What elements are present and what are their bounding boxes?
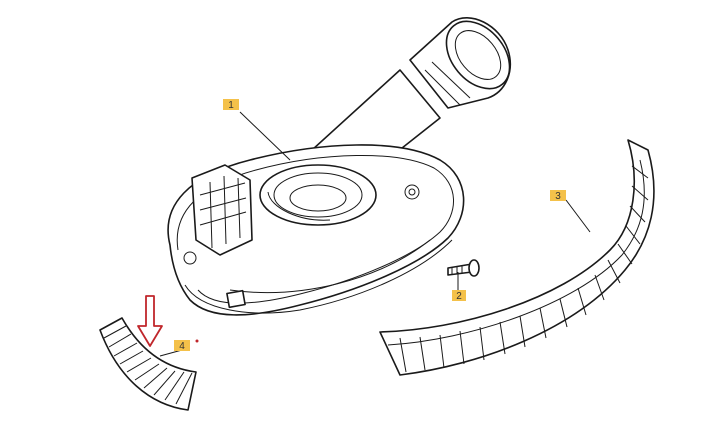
brush-segment-short-part: [99, 317, 197, 411]
callout-3: 3: [550, 190, 566, 202]
callout-4-text: 4: [179, 341, 185, 352]
red-indicator-arrow: [137, 295, 163, 347]
dust-shroud-part: [167, 17, 512, 316]
brush-strip-long-ridges: [399, 165, 649, 373]
callout-2: 2: [452, 290, 466, 302]
callout-4: 4: [174, 340, 190, 352]
callout-1: 1: [223, 99, 239, 111]
screw-part: [447, 259, 480, 290]
callout-3-text: 3: [555, 191, 561, 202]
callout-2-text: 2: [456, 291, 462, 302]
shroud-housing: [167, 144, 465, 316]
red-dot-marker: [195, 339, 199, 343]
brush-strip-long-part: [379, 139, 655, 376]
brush-segment-short-ridges: [103, 325, 193, 405]
callout-1-text: 1: [228, 100, 234, 111]
